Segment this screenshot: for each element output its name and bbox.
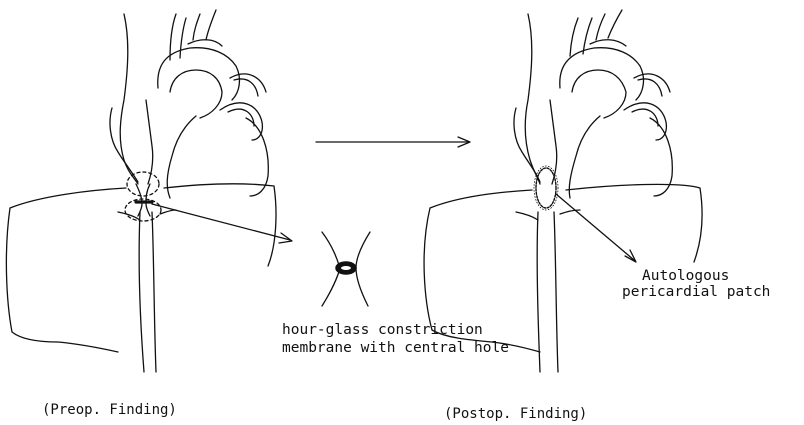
postop-svc — [525, 14, 557, 184]
hourglass-constriction-label: hour-glass constriction — [282, 322, 483, 339]
postop-heart-illustration — [424, 10, 702, 372]
preop-caption: (Preop. Finding) — [42, 402, 177, 419]
preop-arch-vessels — [170, 10, 222, 60]
preop-ivc — [118, 210, 176, 372]
postop-pulmonary-artery — [624, 103, 666, 140]
postop-chamber-lines — [634, 74, 670, 96]
preop-heart-illustration — [6, 10, 292, 372]
pericardial-patch — [536, 168, 556, 208]
preop-svc — [120, 14, 153, 184]
postop-caption: (Postop. Finding) — [444, 406, 587, 423]
preop-pulmonary-artery — [220, 103, 262, 140]
transition-arrow — [316, 137, 470, 147]
hourglass-detail-illustration — [322, 232, 370, 306]
membrane-central-hole-label: membrane with central hole — [282, 340, 509, 357]
preop-pointer-line — [152, 204, 290, 240]
autologous-label: Autologous — [642, 268, 729, 285]
preop-dashed-circle-upper — [127, 172, 159, 196]
preop-chamber-lines — [230, 74, 266, 96]
postop-pointer-line — [556, 194, 634, 260]
preop-atrium — [110, 108, 138, 182]
postop-aorta — [560, 48, 644, 118]
postop-arch-vessels — [570, 10, 626, 56]
pericardial-patch-label: pericardial patch — [622, 284, 770, 301]
